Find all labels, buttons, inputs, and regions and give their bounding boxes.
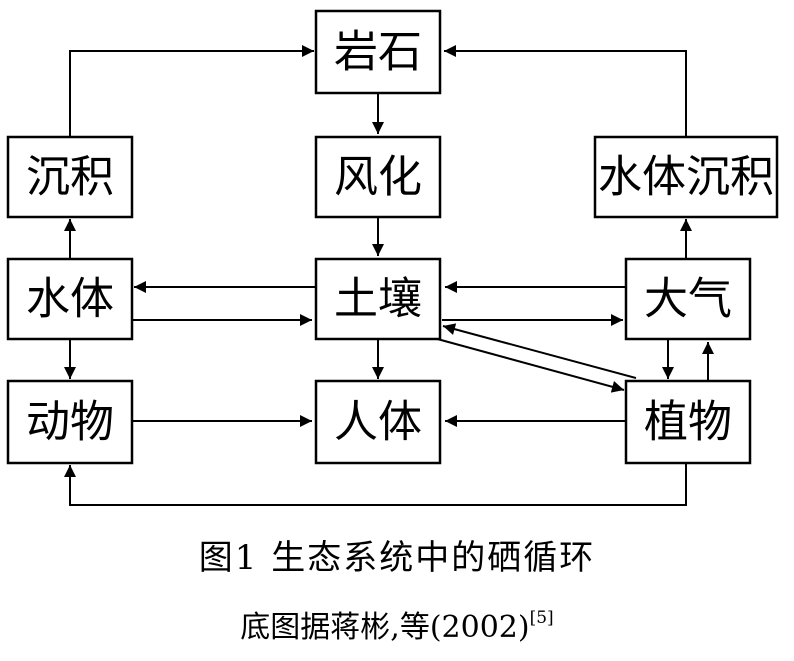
node-atmosphere: 大气 — [624, 257, 752, 341]
selenium-cycle-diagram: 岩石 沉积 风化 水体沉积 水体 土壤 大气 动物 人体 植物 — [6, 9, 779, 506]
node-water: 水体 — [6, 257, 134, 341]
node-water-sediment: 水体沉积 — [593, 135, 779, 219]
node-atmosphere-label: 大气 — [644, 274, 732, 325]
edge-plant-to-soil — [442, 323, 637, 379]
node-plant-label: 植物 — [644, 397, 732, 448]
node-sediment-label: 沉积 — [26, 152, 114, 203]
node-animal-label: 动物 — [26, 397, 114, 448]
node-water-label: 水体 — [26, 274, 114, 325]
node-soil: 土壤 — [314, 257, 442, 341]
node-weathering-label: 风化 — [334, 152, 422, 203]
node-soil-label: 土壤 — [334, 274, 422, 325]
source-reference: [5] — [529, 608, 554, 628]
edge-plant-to-animal — [64, 464, 687, 506]
edge-sediment-to-rock — [69, 45, 314, 137]
node-rock-label: 岩石 — [334, 27, 422, 78]
node-human-label: 人体 — [334, 397, 422, 448]
edges — [64, 45, 714, 506]
figure-source-note: 底图据蒋彬,等(2002)[5] — [0, 602, 794, 646]
node-sediment: 沉积 — [6, 135, 134, 219]
node-water-sediment-label: 水体沉积 — [598, 152, 774, 203]
node-weathering: 风化 — [314, 135, 442, 219]
node-plant: 植物 — [624, 379, 752, 465]
edge-soil-to-plant — [429, 336, 625, 393]
figure-caption: 图1 生态系统中的硒循环 — [198, 538, 596, 578]
node-human: 人体 — [314, 379, 442, 465]
edge-water-sediment-to-rock — [444, 45, 687, 137]
node-rock: 岩石 — [314, 9, 442, 95]
source-text: 底图据蒋彬,等(2002) — [240, 610, 530, 645]
node-animal: 动物 — [6, 379, 134, 465]
